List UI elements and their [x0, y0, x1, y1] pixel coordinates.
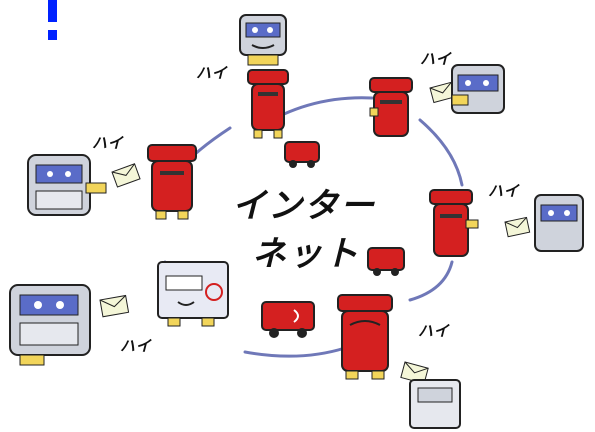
delivery-truck-icon	[367, 247, 405, 276]
reply-label: ハイ	[488, 182, 520, 200]
envelope-icon	[99, 294, 130, 318]
reply-label: ハイ	[196, 64, 228, 82]
computer-icon	[27, 154, 107, 216]
postbox-icon	[369, 77, 413, 137]
reply-label: ハイ	[418, 322, 450, 340]
reply-label: ハイ	[420, 50, 452, 68]
postbox-icon	[147, 144, 197, 220]
router-box-icon	[157, 261, 229, 327]
envelope-icon	[429, 81, 456, 104]
center-label-line-1: インター	[232, 186, 376, 226]
postbox-icon	[429, 189, 479, 257]
computer-icon	[9, 284, 91, 366]
ring-arc-right	[408, 260, 454, 302]
reply-label: ハイ	[92, 134, 124, 152]
postbox-icon	[247, 69, 289, 139]
computer-icon	[451, 64, 505, 114]
computer-icon	[409, 379, 461, 429]
envelope-icon	[504, 216, 531, 238]
center-label-line-2: ネット	[252, 234, 360, 274]
ring-arc-top-right	[418, 118, 464, 187]
computer-icon	[239, 14, 287, 66]
delivery-truck-icon	[261, 301, 315, 338]
reply-label: ハイ	[120, 337, 152, 355]
delivery-truck-icon	[284, 141, 320, 168]
ring-arc-bottom	[243, 346, 347, 358]
computer-icon	[534, 194, 584, 252]
envelope-icon	[111, 163, 141, 188]
postbox-icon	[337, 294, 393, 380]
exclamation-marker	[48, 0, 57, 42]
